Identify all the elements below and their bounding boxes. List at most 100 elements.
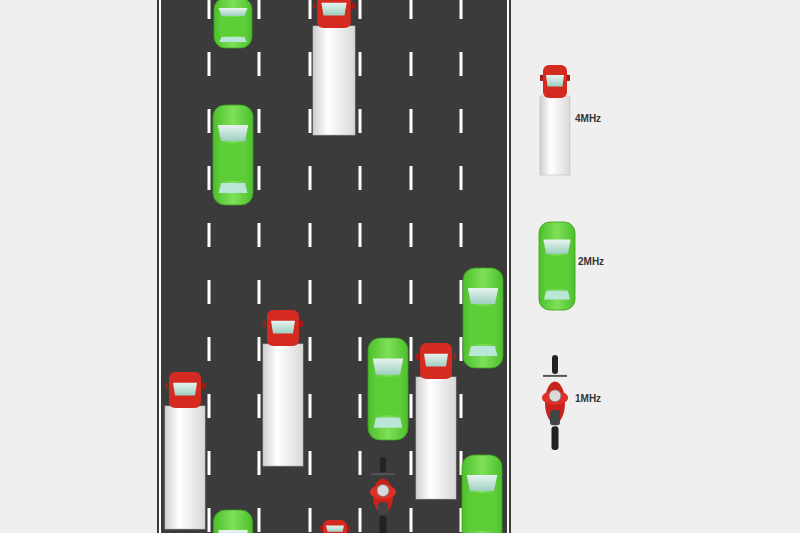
lane-dash	[359, 280, 362, 304]
car-body	[462, 455, 502, 533]
lane-dash	[359, 166, 362, 190]
car	[463, 268, 503, 368]
truck-cab	[543, 65, 567, 98]
lane-dash	[359, 337, 362, 361]
road-edge-line	[507, 0, 509, 533]
car-windshield	[467, 475, 497, 491]
truck-cab	[420, 343, 452, 379]
truck	[540, 65, 570, 175]
motorcycle	[542, 355, 568, 450]
car-rear-window	[374, 418, 403, 428]
car-windshield	[218, 530, 248, 533]
motorcycle	[370, 457, 396, 533]
car-roof	[376, 377, 400, 416]
car-body	[463, 268, 503, 368]
lane-dash	[309, 337, 312, 361]
truck	[416, 343, 456, 499]
lane-dash	[460, 223, 463, 247]
lane-dash	[208, 52, 211, 76]
lane-dash	[309, 394, 312, 418]
lane-dash	[460, 166, 463, 190]
lane-dash	[460, 280, 463, 304]
truck-cab	[323, 520, 347, 533]
lane-dash	[208, 394, 211, 418]
truck	[263, 310, 303, 466]
legend-label: 1MHz	[575, 394, 601, 404]
lane-dash	[410, 337, 413, 361]
lane-dash	[258, 280, 261, 304]
moto-seat	[378, 502, 388, 514]
vehicles	[165, 0, 503, 533]
lane-dash	[410, 0, 413, 19]
lane-dash	[460, 337, 463, 361]
lane-dash	[359, 52, 362, 76]
lane-dash	[208, 223, 211, 247]
lane-dash	[410, 451, 413, 475]
legend-label: 2MHz	[578, 257, 604, 267]
car	[214, 510, 253, 533]
car-roof	[546, 255, 568, 288]
truck-trailer	[165, 406, 205, 529]
car	[368, 338, 408, 440]
truck-cab	[317, 0, 351, 28]
moto-front-wheel	[380, 457, 386, 473]
truck-mirror	[165, 383, 168, 389]
lane-dash	[208, 166, 211, 190]
truck-mirror	[202, 383, 205, 389]
lane-dash	[410, 223, 413, 247]
legend-icons	[539, 65, 575, 450]
car-body	[214, 0, 252, 48]
car	[213, 105, 253, 205]
lane-dash	[359, 109, 362, 133]
truck-mirror	[263, 321, 266, 327]
car-rear-window	[469, 346, 498, 356]
car-rear-window	[544, 291, 570, 300]
car-body	[539, 222, 575, 310]
truck	[320, 520, 350, 533]
car-rear-window	[219, 183, 248, 193]
lane-dash	[258, 508, 261, 532]
lane-dash	[460, 52, 463, 76]
road-edge-line	[159, 0, 161, 533]
car-body	[368, 338, 408, 440]
car-body	[213, 105, 253, 205]
rider-shoulders	[542, 391, 568, 405]
truck-mirror	[320, 525, 323, 531]
lane-dash	[309, 280, 312, 304]
moto-front-wheel	[552, 355, 558, 374]
car-body	[214, 510, 253, 533]
truck-mirror	[352, 3, 355, 9]
lane-dash	[410, 280, 413, 304]
car-windshield	[543, 240, 570, 254]
car-roof	[222, 17, 245, 36]
truck-mirror	[540, 75, 543, 81]
car	[462, 455, 502, 533]
lane-dash	[410, 166, 413, 190]
lane-dash	[359, 451, 362, 475]
lane-dash	[258, 109, 261, 133]
lane-dash	[410, 52, 413, 76]
lane-dash	[258, 52, 261, 76]
car	[539, 222, 575, 310]
lane-dash	[460, 109, 463, 133]
lane-dash	[309, 508, 312, 532]
road	[157, 0, 511, 533]
truck-mirror	[300, 321, 303, 327]
lane-dash	[359, 0, 362, 19]
lane-dash	[258, 166, 261, 190]
truck-cab	[267, 310, 299, 346]
lane-dash	[309, 166, 312, 190]
truck-trailer	[313, 26, 355, 135]
truck-trailer	[263, 344, 303, 466]
lane-dash	[309, 109, 312, 133]
lane-markings	[208, 0, 463, 532]
moto-rear-wheel	[552, 426, 559, 450]
lane-dash	[410, 394, 413, 418]
truck-windshield	[546, 75, 564, 87]
lane-dash	[309, 223, 312, 247]
rider-helmet	[377, 485, 389, 497]
moto-handlebar	[371, 473, 395, 475]
rider-shoulders	[370, 485, 396, 499]
